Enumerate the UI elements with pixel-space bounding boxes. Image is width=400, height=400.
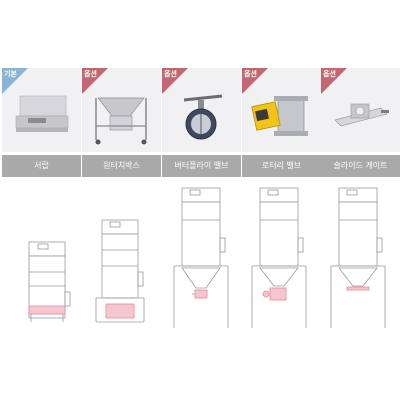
badge-corner [162,68,188,94]
option-slide-gate[interactable]: 옵션 슬라이드 게이트 [321,68,400,398]
badge-label: 옵션 [164,70,177,78]
one-touch-box-icon [95,97,147,145]
badge-corner [2,68,28,94]
rotary-valve-icon [251,96,308,136]
badge-corner [82,68,108,94]
option-label: 원터치박스 [82,155,161,177]
machine-diagram [2,180,81,394]
product-tile: 옵션 [242,68,321,152]
badge-label: 옵션 [84,70,97,78]
machine-diagram [321,180,400,394]
option-drawer[interactable]: 기본 서랍 [2,68,81,398]
product-tile: 옵션 [82,68,161,152]
product-tile: 옵션 [162,68,241,152]
option-label: 로터리 밸브 [242,155,321,177]
option-label: 버터플라이 밸브 [162,155,241,177]
machine-diagram [82,180,161,394]
machine-diagram [242,180,321,394]
badge-corner [321,68,347,94]
option-label: 서랍 [2,155,81,177]
product-tile: 기본 [2,68,81,152]
badge-corner [242,68,268,94]
option-butterfly-valve[interactable]: 옵션 버터플라이 밸브 [162,68,241,398]
option-rotary-valve[interactable]: 옵션 로터리 밸브 [242,68,321,398]
product-tile: 옵션 [321,68,400,152]
badge-label: 기본 [4,70,17,78]
option-one-touch-box[interactable]: 옵션 원터치박스 [82,68,161,398]
badge-label: 옵션 [244,70,257,78]
options-grid: 기본 서랍 옵션 [0,68,400,398]
machine-diagram [162,180,241,394]
badge-label: 옵션 [323,70,336,78]
slide-gate-icon [334,103,389,127]
drawer-icon [15,95,69,132]
butterfly-valve-icon [183,94,223,140]
option-label: 슬라이드 게이트 [321,155,400,177]
